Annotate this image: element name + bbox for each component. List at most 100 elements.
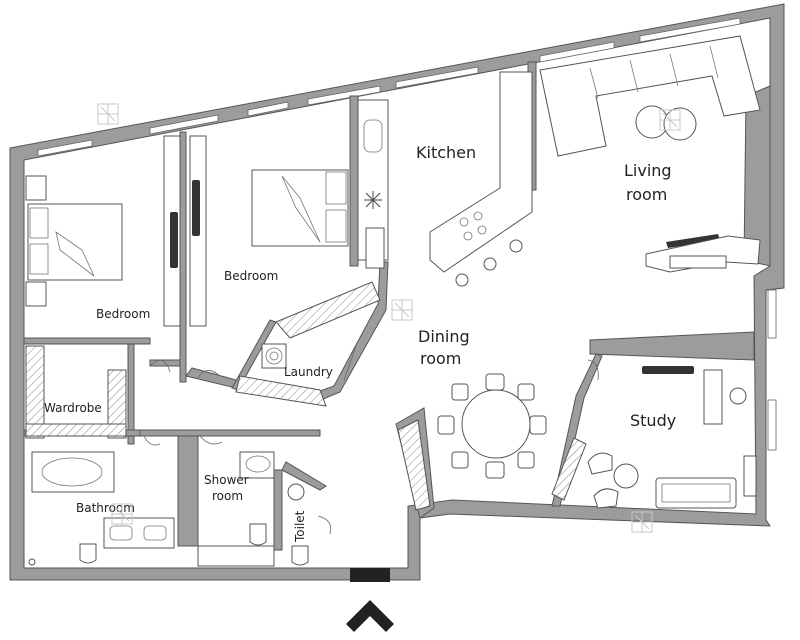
window	[639, 17, 741, 43]
watermark-logo-icon	[391, 299, 413, 321]
room-label-wardrobe: Wardrobe	[44, 401, 102, 415]
dining-chair	[437, 415, 455, 435]
door-swing	[317, 515, 332, 535]
wardrobe-unit-left	[25, 345, 45, 439]
fridge	[365, 227, 385, 269]
window	[767, 289, 777, 339]
pillow	[29, 243, 49, 275]
window	[247, 101, 289, 117]
armchair	[593, 488, 619, 509]
room-label-kitchen: Kitchen	[416, 143, 476, 162]
room-label-bedroom-center: Bedroom	[224, 269, 278, 283]
nightstand	[25, 175, 47, 201]
windows	[37, 17, 777, 451]
wall-wardrobe-right	[127, 343, 135, 445]
dining-chair	[517, 451, 535, 469]
watermark-logo-icon	[659, 109, 681, 131]
room-label-shower-line1: Shower	[204, 473, 249, 487]
armchair	[587, 452, 613, 475]
study-shelf	[551, 437, 587, 501]
pillow	[325, 171, 347, 205]
radiator-icon	[666, 234, 720, 248]
room-label-living-line2: room	[626, 185, 667, 204]
sink-icon	[109, 525, 133, 541]
watermark-logo-icon	[631, 511, 653, 533]
laundry: Laundry	[261, 343, 333, 379]
dining-chair	[517, 383, 535, 401]
room-label-bathroom: Bathroom	[76, 501, 135, 515]
door-swing	[143, 435, 161, 446]
dining-chair	[451, 383, 469, 401]
bar-stool	[509, 239, 523, 253]
wall-bedroom-bottom	[23, 337, 151, 345]
toilet-icon	[249, 523, 267, 546]
radiator-icon	[642, 366, 694, 374]
kitchen-sink-icon	[363, 119, 383, 153]
bedroom-center: Bedroom	[224, 169, 349, 283]
hand-basin-icon	[287, 483, 305, 501]
toilet-icon	[79, 543, 97, 564]
door-swing	[587, 359, 599, 381]
tv-stand	[669, 255, 727, 269]
study-cabinet	[743, 455, 757, 497]
shower-tray	[197, 545, 275, 567]
bathtub-basin	[41, 457, 103, 487]
window	[37, 139, 93, 157]
nightstand	[25, 281, 47, 307]
window	[307, 85, 381, 106]
dining-chairs	[437, 373, 547, 479]
side-table	[613, 463, 639, 489]
room-label-laundry: Laundry	[284, 365, 333, 379]
laundry-shelf-bottom	[235, 375, 327, 407]
toilet-room: Toilet	[287, 483, 309, 566]
window	[149, 114, 219, 135]
dining-room: Dining room	[418, 327, 547, 479]
watermark-logo-icon	[111, 503, 133, 525]
door-swing	[199, 435, 223, 445]
desk	[703, 369, 723, 425]
wardrobe-room: Wardrobe	[44, 401, 102, 415]
laundry-shelf-top	[275, 281, 381, 339]
wall-kitchen-left	[349, 95, 359, 267]
wall-corridor-top	[149, 359, 181, 367]
blanket-fold	[55, 231, 95, 277]
wardrobe-unit-right	[107, 369, 127, 439]
radiator-icon	[170, 212, 178, 268]
bar-stool	[455, 273, 469, 287]
living-room: Living room	[539, 35, 761, 273]
floor-drain-icon	[28, 558, 36, 566]
entrance	[346, 568, 394, 632]
pillow	[29, 207, 49, 239]
study: Study	[587, 369, 757, 509]
dining-chair	[485, 461, 505, 479]
dining-chair	[451, 451, 469, 469]
room-label-study: Study	[630, 411, 676, 430]
desk-chair	[729, 387, 747, 405]
wall-shower-toilet	[273, 469, 283, 551]
bedroom-left: Bedroom	[25, 175, 150, 321]
watermark-logo-icon	[97, 103, 119, 125]
cooktop-star-icon	[364, 191, 382, 209]
shower-room: Shower room	[197, 451, 275, 567]
coffee-table	[635, 105, 669, 139]
wall-living-right	[743, 85, 771, 267]
wall-bath-shower	[177, 435, 199, 547]
room-label-dining-line1: Dining	[418, 327, 470, 346]
room-label-living-line1: Living	[624, 161, 672, 180]
window	[539, 41, 615, 63]
kitchen-island	[429, 71, 533, 273]
wall-bedrooms-divider	[179, 131, 187, 383]
wall-corridor-bottom	[139, 429, 321, 437]
dining-cabinet	[397, 419, 431, 511]
kitchen: Kitchen	[357, 71, 533, 287]
window	[767, 399, 777, 451]
entrance-door	[350, 568, 390, 582]
radiators	[170, 180, 720, 374]
sink-icon	[143, 525, 167, 541]
room-label-bedroom-left: Bedroom	[96, 307, 150, 321]
radiator-icon	[192, 180, 200, 236]
doors	[143, 345, 599, 535]
dining-chair	[529, 415, 547, 435]
room-label-dining-line2: room	[420, 349, 461, 368]
